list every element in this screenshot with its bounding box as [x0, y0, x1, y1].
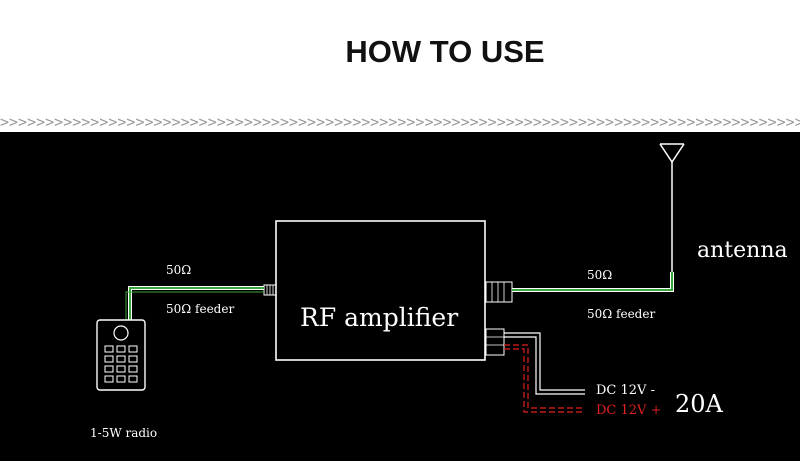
power-connector	[485, 328, 505, 356]
right-impedance-label: 50Ω	[587, 268, 613, 282]
diagram-drawing	[96, 143, 685, 413]
radio-icon	[96, 319, 146, 391]
antenna-icon	[659, 143, 685, 164]
radio-key	[116, 375, 126, 383]
right-feeder-label: 50Ω feeder	[587, 307, 656, 321]
radio-key	[104, 375, 114, 383]
radio-key	[116, 365, 126, 373]
left-feeder-label: 50Ω feeder	[166, 302, 235, 316]
dc-positive-label: DC 12V +	[596, 403, 662, 418]
wiring-diagram: RF amplifier antenna 50Ω 50Ω feeder 50Ω …	[0, 132, 800, 461]
output-connector	[485, 281, 513, 303]
positive-wire	[504, 344, 585, 409]
page-title: HOW TO USE	[345, 34, 545, 69]
radio-key	[116, 355, 126, 363]
radio-key	[128, 365, 138, 373]
left-impedance-label: 50Ω	[166, 263, 192, 277]
radio-key	[116, 345, 126, 353]
antenna-label: antenna	[697, 238, 788, 263]
radio-key	[104, 355, 114, 363]
dc-negative-label: DC 12V -	[596, 383, 655, 398]
radio-key	[128, 345, 138, 353]
radio-key	[128, 375, 138, 383]
negative-wire	[504, 332, 585, 391]
current-label: 20A	[675, 390, 723, 418]
radio-label: 1-5W radio	[90, 426, 158, 440]
header: HOW TO USE	[0, 0, 800, 112]
radio-key	[128, 355, 138, 363]
radio-key	[104, 345, 114, 353]
chevron-divider: >>>>>>>>>>>>>>>>>>>>>>>>>>>>>>>>>>>>>>>>…	[0, 113, 800, 131]
amplifier-box	[275, 220, 486, 361]
amplifier-label: RF amplifier	[300, 303, 459, 332]
radio-key	[104, 365, 114, 373]
radio-keypad	[104, 345, 138, 383]
